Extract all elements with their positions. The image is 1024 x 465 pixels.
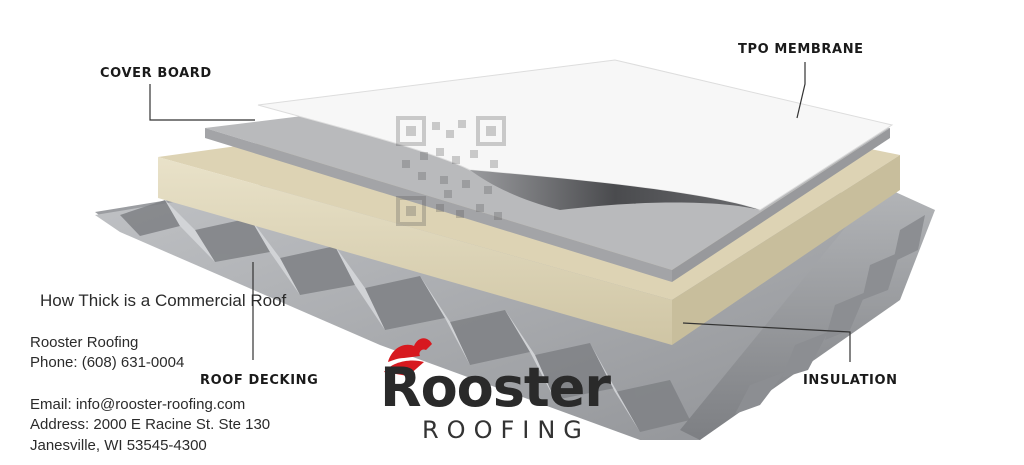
phone-number: Phone: (608) 631-0004 [30, 354, 185, 371]
street-address: Address: 2000 E Racine St. Ste 130 [30, 416, 271, 433]
insulation-leader [682, 322, 851, 362]
roof-decking-label: ROOF DECKING [200, 373, 319, 388]
page-caption: How Thick is a Commercial Roof [40, 291, 287, 310]
tpo-membrane-layer [257, 59, 894, 211]
qr-watermark [396, 116, 506, 226]
cover-board-label: COVER BOARD [100, 66, 212, 81]
logo-wordmark-rooster: Rooster [380, 356, 611, 419]
cover-board-leader [149, 84, 255, 121]
email-address: Email: info@rooster-roofing.com [30, 396, 246, 413]
city-state-zip: Janesville, WI 53545-4300 [30, 437, 207, 454]
tpo-membrane-label: TPO MEMBRANE [738, 42, 864, 57]
callout-leaders [149, 62, 851, 362]
insulation-label: INSULATION [803, 373, 898, 388]
company-name: Rooster Roofing [30, 334, 139, 351]
rooster-head-icon [384, 338, 432, 376]
tpo-membrane-leader [796, 62, 806, 119]
logo-wordmark-roofing: ROOFING [422, 416, 590, 444]
